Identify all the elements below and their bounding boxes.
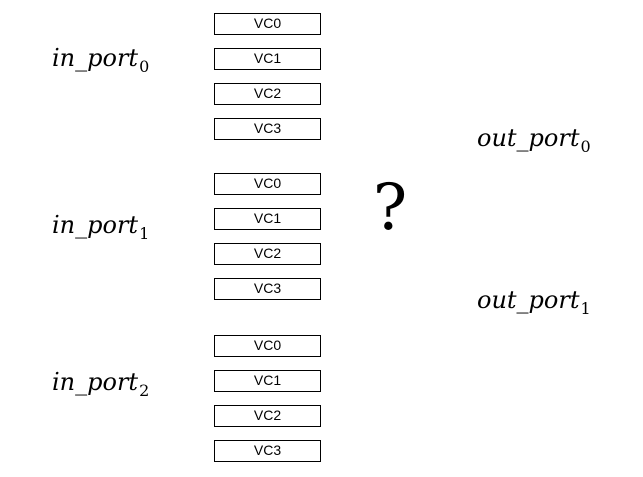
- in-port-0-vc0: VC0: [214, 13, 321, 35]
- port-index: 1: [580, 299, 591, 318]
- in-port-2-vc3: VC3: [214, 440, 321, 462]
- port-index: 2: [139, 381, 150, 400]
- out-port-0-label: out_port0: [477, 124, 591, 156]
- port-name: out_port: [477, 286, 580, 314]
- in-port-1-label: in_port1: [52, 211, 150, 243]
- port-name: in_port: [52, 211, 139, 239]
- in-port-2-vc2: VC2: [214, 405, 321, 427]
- in-port-1-vc2: VC2: [214, 243, 321, 265]
- port-name: in_port: [52, 44, 139, 72]
- port-index: 0: [580, 137, 591, 156]
- port-index: 0: [139, 57, 150, 76]
- in-port-1-vc0: VC0: [214, 173, 321, 195]
- in-port-1-vc1: VC1: [214, 208, 321, 230]
- port-name: in_port: [52, 368, 139, 396]
- port-index: 1: [139, 224, 150, 243]
- in-port-0-label: in_port0: [52, 44, 150, 76]
- in-port-2-vc1: VC1: [214, 370, 321, 392]
- in-port-0-vc2: VC2: [214, 83, 321, 105]
- out-port-1-label: out_port1: [477, 286, 591, 318]
- in-port-2-vc0: VC0: [214, 335, 321, 357]
- in-port-0-vc3: VC3: [214, 118, 321, 140]
- in-port-2-label: in_port2: [52, 368, 150, 400]
- unknown-mapping-symbol: ?: [372, 171, 408, 245]
- in-port-0-vc1: VC1: [214, 48, 321, 70]
- in-port-1-vc3: VC3: [214, 278, 321, 300]
- port-name: out_port: [477, 124, 580, 152]
